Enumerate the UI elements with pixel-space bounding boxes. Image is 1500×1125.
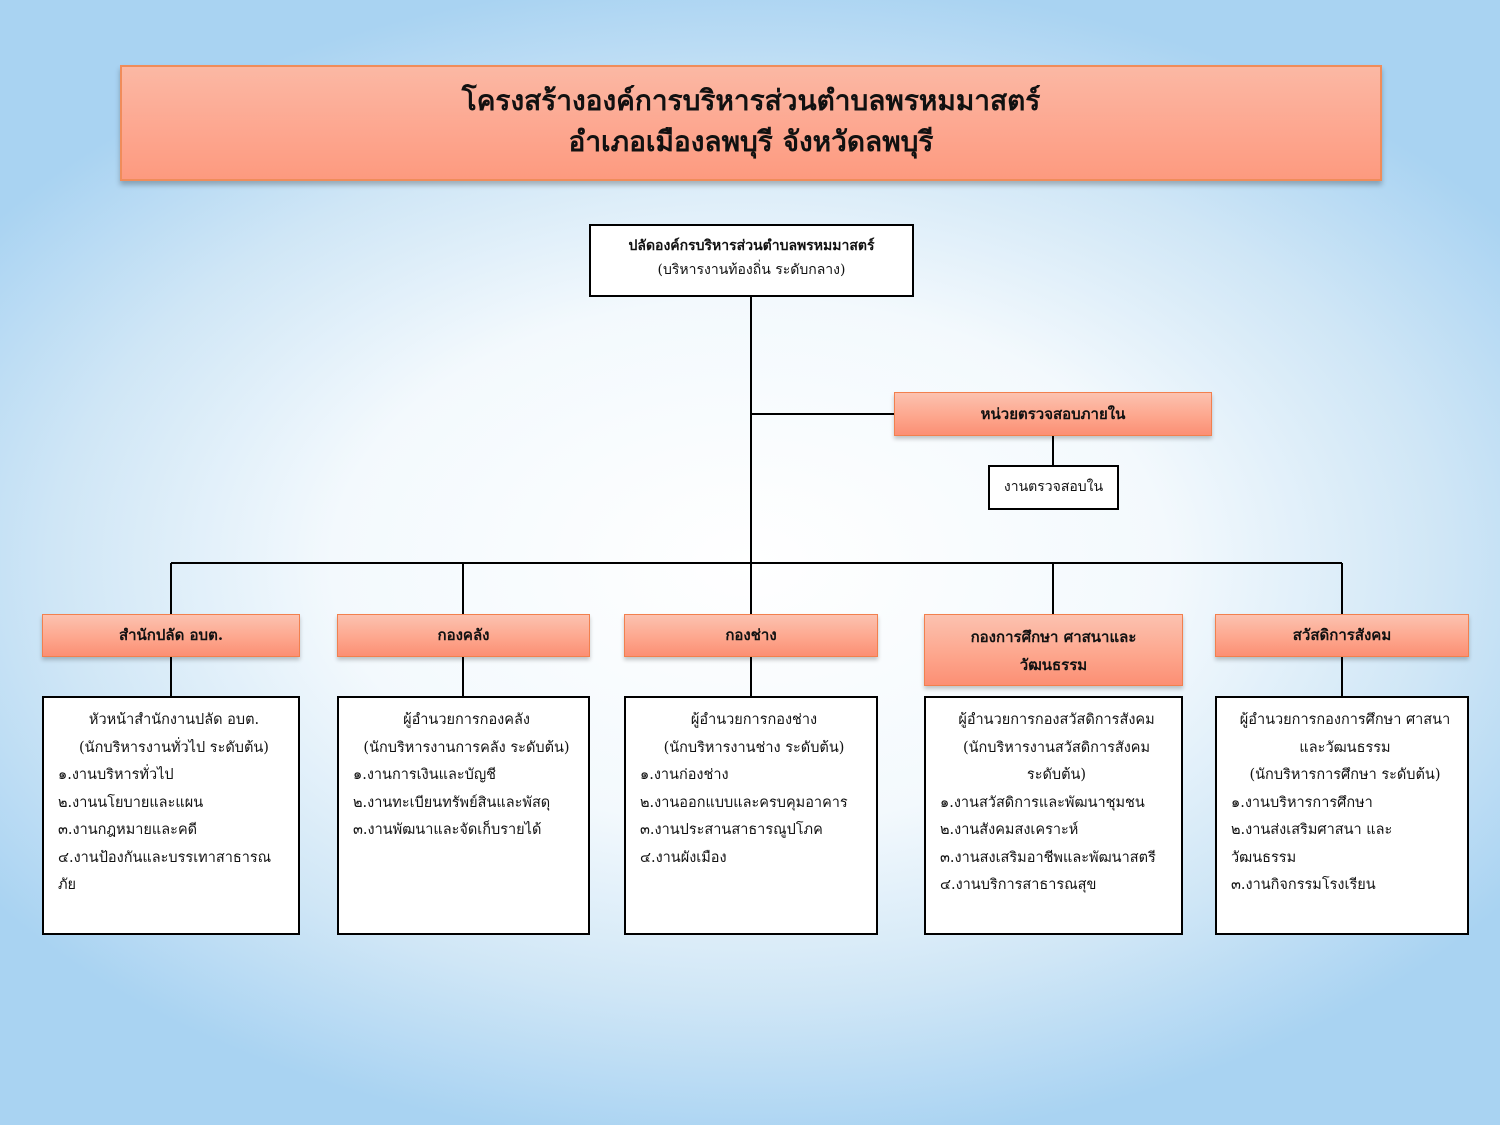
chief-level: (บริหารงานท้องถิ่น ระดับกลาง) bbox=[657, 262, 846, 278]
head-level: (นักบริหารงานทั่วไป ระดับต้น) bbox=[79, 739, 269, 756]
task-item: ๒.งานนโยบายและแผน bbox=[58, 794, 204, 811]
dept-desc-education: ผู้อำนวยการกองสวัสดิการสังคม (นักบริหารง… bbox=[924, 696, 1183, 935]
dept-desc-engineering: ผู้อำนวยการกองช่าง (นักบริหารงานช่าง ระด… bbox=[624, 696, 878, 935]
title-line-2: อำเภอเมืองลพบุรี จังหวัดลพบุรี bbox=[568, 125, 934, 158]
internal-audit-task-box: งานตรวจสอบใน bbox=[988, 465, 1119, 510]
head-title: ผู้อำนวยการกองคลัง bbox=[403, 712, 530, 728]
head-level: (นักบริหารการศึกษา ระดับต้น) bbox=[1249, 767, 1441, 783]
task-item: ๒.งานออกแบบและครบคุมอาคาร bbox=[640, 794, 848, 811]
task-item: ๑.งานก่องช่าง bbox=[640, 767, 729, 783]
chart-title-box: โครงสร้างองค์การบริหารส่วนตำบลพรหมมาสตร์… bbox=[120, 65, 1382, 181]
task-item: ๑.งานบริหารทั่วไป bbox=[58, 767, 174, 783]
head-title: ผู้อำนวยการกองสวัสดิการสังคม bbox=[958, 712, 1155, 728]
task-item: ๔.งานบริการสาธารณสุข bbox=[940, 877, 1097, 893]
dept-desc-social-welfare: ผู้อำนวยการกองการศึกษา ศาสนา และวัฒนธรรม… bbox=[1215, 696, 1469, 935]
task-item: ๑.งานสวัสดิการและพัฒนาชุมชน bbox=[940, 794, 1145, 811]
task-item: ๔.งานป้องกันและบรรเทาสาธารณ bbox=[58, 849, 272, 866]
head-title: หัวหน้าสำนักงานปลัด อบต. bbox=[88, 712, 260, 728]
task-item: ๓.งานสงเสริมอาชีพและพัฒนาสตรี bbox=[940, 849, 1156, 866]
dept-box-engineering: กองช่าง bbox=[624, 614, 878, 657]
head-level: ระดับต้น) bbox=[1026, 767, 1087, 783]
task-item: วัฒนธรรม bbox=[1231, 849, 1297, 866]
task-item: ๒.งานทะเบียนทรัพย์สินและพัสดุ bbox=[353, 794, 551, 811]
dept-name-line-1: กองการศึกษา ศาสนาและ bbox=[970, 628, 1137, 646]
chief-title: ปลัดองค์กรบริหารส่วนตำบลพรหมมาสตร์ bbox=[628, 238, 875, 254]
head-level: (นักบริหารงานการคลัง ระดับต้น) bbox=[363, 739, 570, 756]
task-item: ๓.งานพัฒนาและจัดเก็บรายได้ bbox=[353, 822, 542, 838]
task-item: ๔.งานผังเมือง bbox=[640, 849, 727, 866]
dept-desc-office: หัวหน้าสำนักงานปลัด อบต. (นักบริหารงานทั… bbox=[42, 696, 300, 935]
task-item: ๓.งานประสานสาธารณูปโภค bbox=[640, 822, 823, 838]
head-level: (นักบริหารงานสวัสดิการสังคม bbox=[962, 739, 1151, 756]
head-title: และวัฒนธรรม bbox=[1299, 739, 1391, 756]
title-line-1: โครงสร้างองค์การบริหารส่วนตำบลพรหมมาสตร์ bbox=[461, 84, 1041, 117]
dept-box-education: กองการศึกษา ศาสนาและ วัฒนธรรม bbox=[924, 614, 1183, 686]
dept-box-finance: กองคลัง bbox=[337, 614, 590, 657]
task-item: ๓.งานกิจกรรมโรงเรียน bbox=[1231, 877, 1376, 893]
task-item: ๑.งานการเงินและบัญชี bbox=[353, 767, 497, 783]
dept-desc-finance: ผู้อำนวยการกองคลัง (นักบริหารงานการคลัง … bbox=[337, 696, 590, 935]
dept-name-line-2: วัฒนธรรม bbox=[1019, 656, 1088, 674]
dept-box-office: สำนักปลัด อบต. bbox=[42, 614, 300, 657]
head-title: ผู้อำนวยการกองการศึกษา ศาสนา bbox=[1239, 712, 1451, 728]
head-title: ผู้อำนวยการกองช่าง bbox=[690, 712, 818, 728]
dept-box-social-welfare: สวัสดิการสังคม bbox=[1215, 614, 1469, 657]
internal-audit-unit-box: หน่วยตรวจสอบภายใน bbox=[894, 392, 1212, 436]
task-item: ๑.งานบริหารการศึกษา bbox=[1231, 794, 1373, 811]
task-item: ๓.งานกฎหมายและคดี bbox=[58, 822, 198, 838]
head-level: (นักบริหารงานช่าง ระดับต้น) bbox=[663, 739, 845, 756]
task-item: ๒.งานสังคมสงเคราะห์ bbox=[940, 822, 1079, 838]
task-item: ๒.งานส่งเสริมศาสนา และ bbox=[1231, 822, 1393, 838]
chief-administrator-box: ปลัดองค์กรบริหารส่วนตำบลพรหมมาสตร์ (บริห… bbox=[589, 224, 914, 297]
task-item: ภัย bbox=[58, 877, 77, 893]
